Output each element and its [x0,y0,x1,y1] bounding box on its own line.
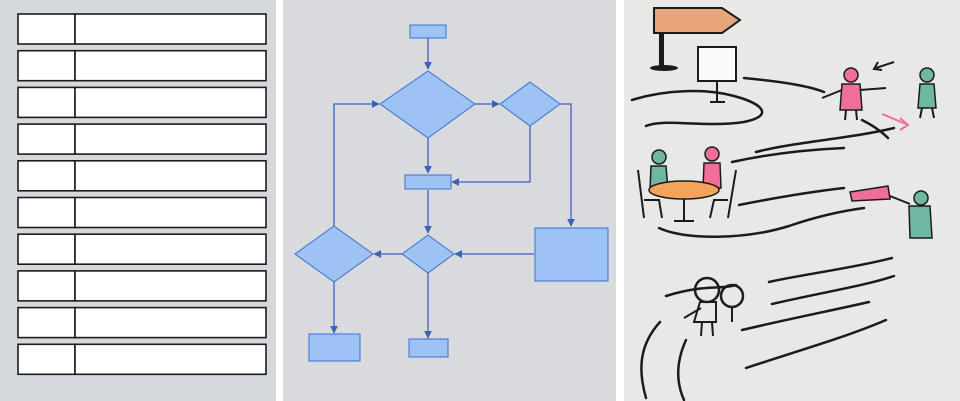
table-cell-key [17,196,76,229]
end-box-left [308,333,361,362]
decision-3 [294,225,374,283]
process-box [404,174,452,190]
listener-teal [917,67,937,119]
table-cell-value [74,233,267,265]
table-cell-value [74,196,267,229]
flipchart [697,46,737,103]
table-cell-value [74,86,267,119]
table-row [17,343,267,376]
table-cell-value [74,49,267,82]
meeting-group [637,146,737,222]
connector-decision-2-to-process [451,126,531,186]
table-cell-key [17,306,76,339]
table-cell-key [17,13,76,45]
table-cell-key [17,86,76,119]
table-diagram [0,0,276,401]
table-cell-key [17,233,76,265]
table-panel [0,0,276,401]
table-cell-value [74,270,267,302]
presenter-pink [821,67,887,121]
table-row [17,86,267,119]
decision-2 [499,81,561,127]
telescope-viewer [849,185,933,239]
flowchart-panel [283,0,616,401]
decision-4 [401,234,455,274]
table-row [17,160,267,192]
table-row [17,233,267,265]
table-cell-value [74,123,267,155]
table-row [17,306,267,339]
sketch-panel [624,0,960,401]
winding-path [630,76,896,401]
start-box [409,24,447,39]
decision-1 [379,70,476,139]
table-cell-key [17,160,76,192]
table-cell-key [17,49,76,82]
arrows-between-people [872,61,910,131]
table-row [17,49,267,82]
table-cell-value [74,343,267,376]
connector-decision-2-to-large-box [560,103,575,227]
table-row [17,123,267,155]
table-row [17,196,267,229]
connector-decision-3-to-decision-1 [333,100,380,226]
table-row [17,13,267,45]
table-cell-value [74,160,267,192]
sketch-illustration [624,0,960,401]
magnifier-presenter [683,276,745,337]
sketch-background [624,0,960,401]
table-row [17,270,267,302]
table-cell-value [74,13,267,45]
table-cell-key [17,270,76,302]
table-cell-key [17,343,76,376]
end-box-center [408,338,449,358]
large-box [534,227,609,282]
flowchart-connectors [330,38,575,339]
table-rows [17,13,267,376]
flowchart-diagram [283,0,616,401]
signpost [650,7,742,71]
table-cell-key [17,123,76,155]
table-cell-value [74,306,267,339]
flowchart-shapes [294,24,609,362]
